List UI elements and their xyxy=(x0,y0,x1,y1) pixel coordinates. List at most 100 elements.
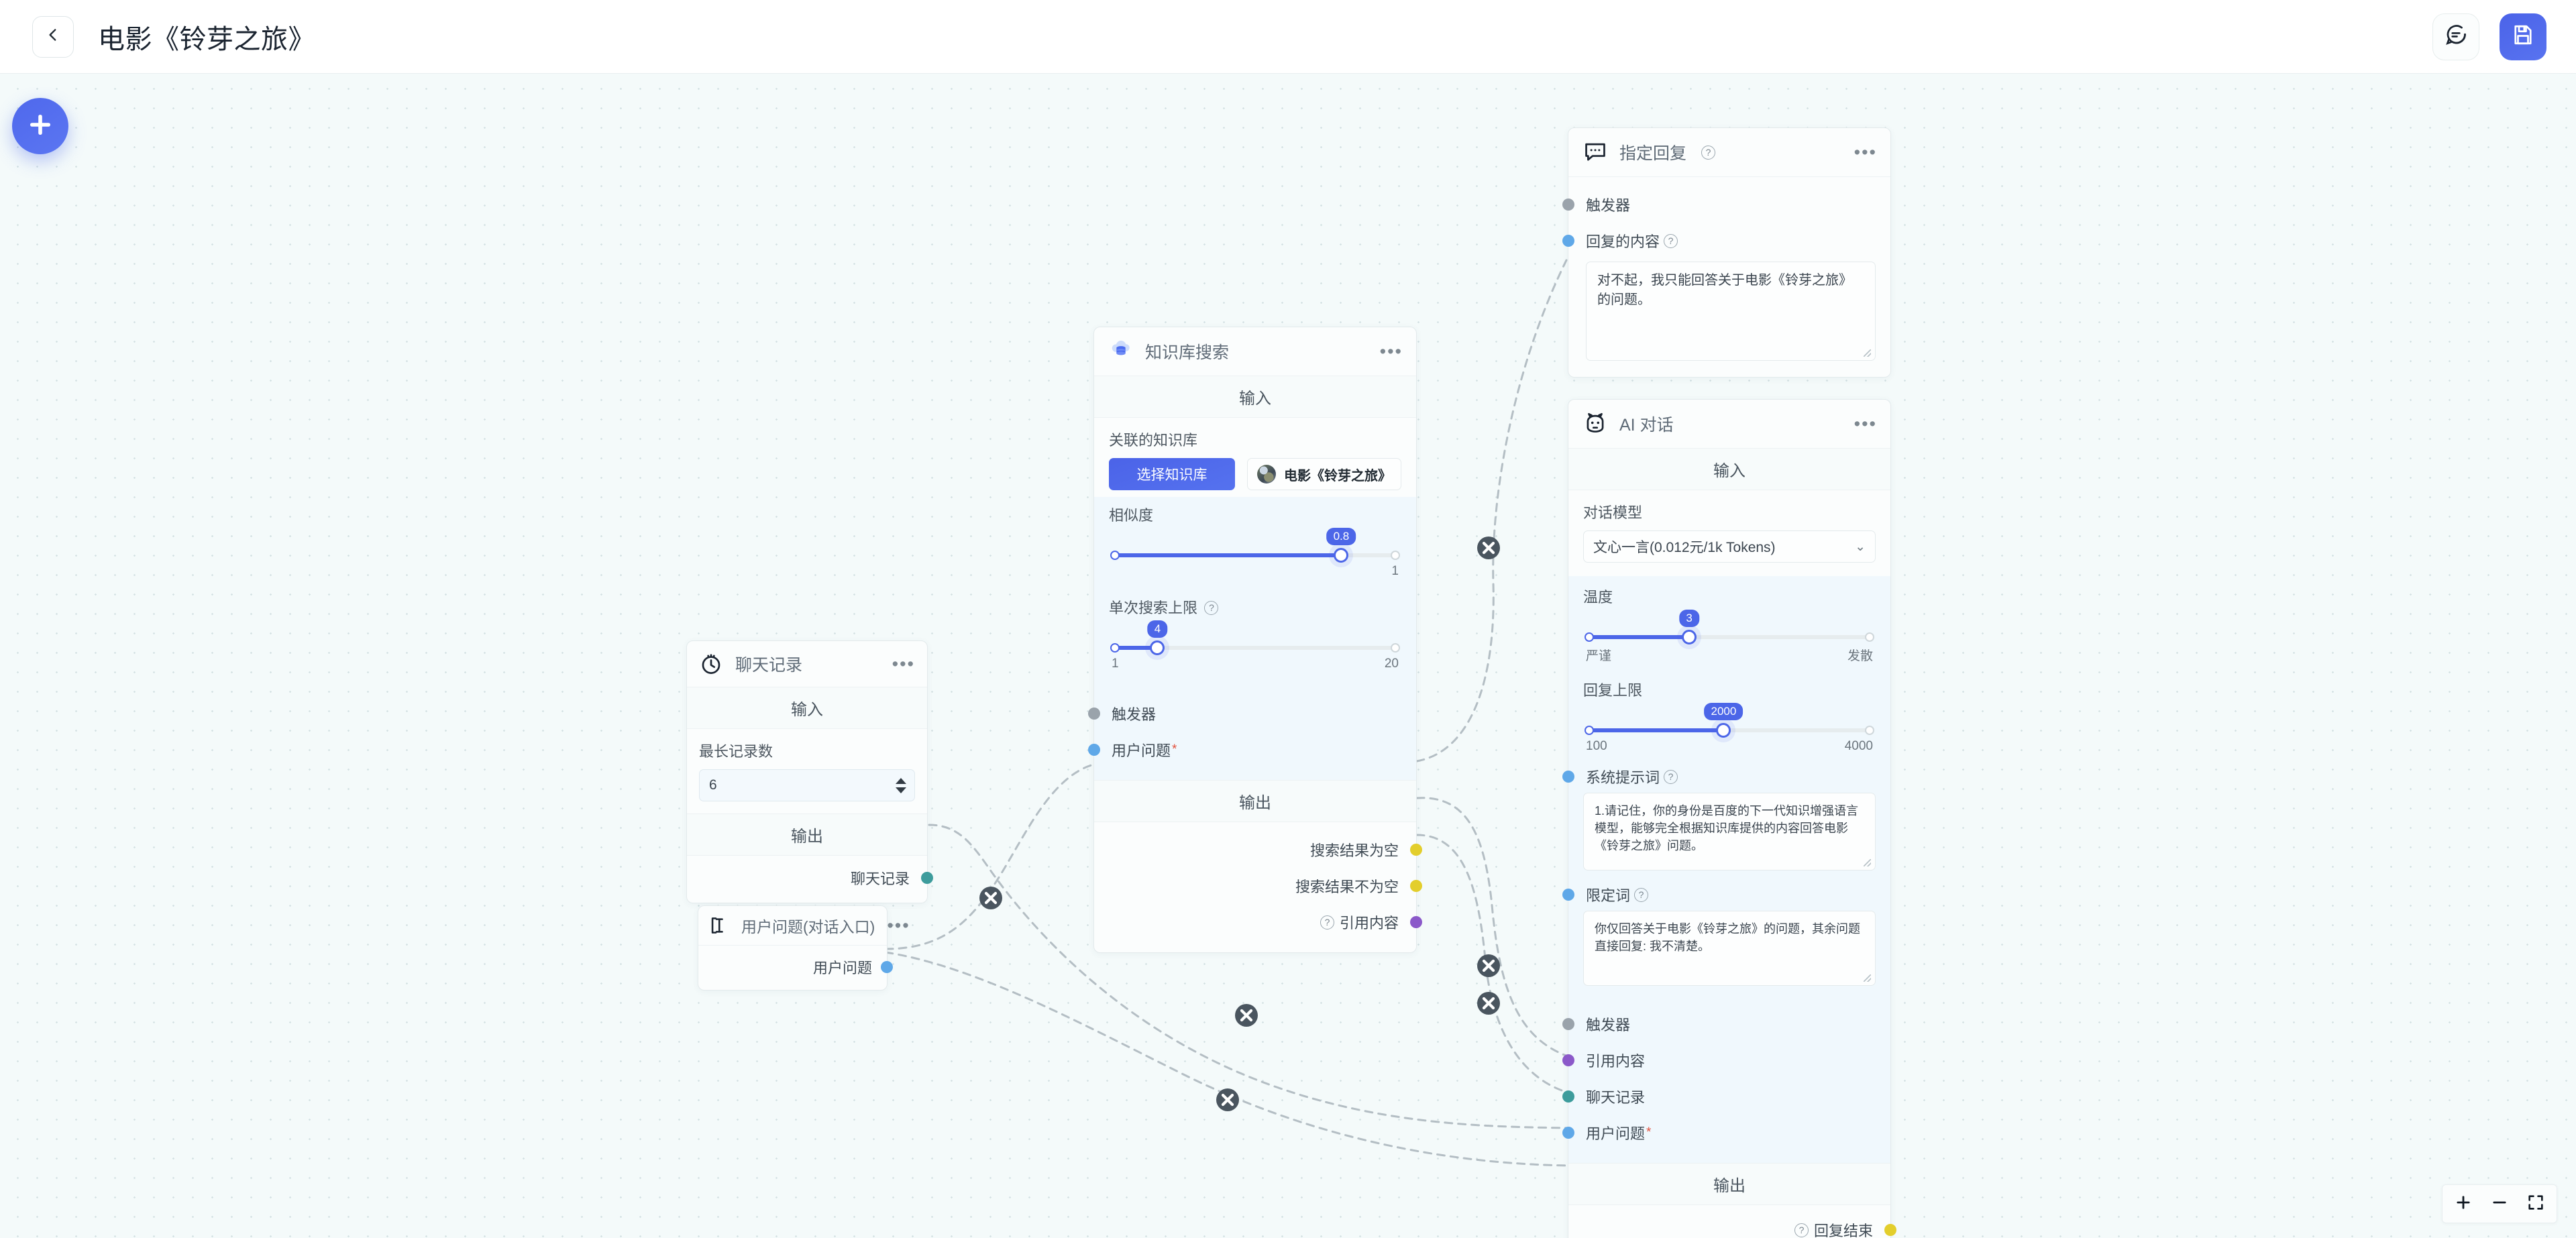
select-kb-button[interactable]: 选择知识库 xyxy=(1109,458,1235,490)
kb-sliders-block: 相似度 0.8 1 单次搜索上限 ? xyxy=(1094,497,1416,687)
zoom-out-button[interactable] xyxy=(2481,1189,2518,1219)
back-button[interactable] xyxy=(32,15,74,58)
robot-head-icon xyxy=(1582,410,1609,437)
kb-input-ports: 触发器 用户问题 * xyxy=(1088,687,1416,780)
node-title: 指定回复 xyxy=(1619,144,1687,163)
port-dot-trigger[interactable] xyxy=(1562,199,1574,211)
port-row-chat-history-out: 聊天记录 xyxy=(687,862,933,893)
required-mark: * xyxy=(1646,1125,1652,1139)
help-icon[interactable]: ? xyxy=(1664,769,1678,784)
node-chat-history[interactable]: 聊天记录 ••• 输入 最长记录数 6 输出 聊天记录 xyxy=(686,640,933,903)
port-dot-quote-content[interactable] xyxy=(1410,916,1422,928)
port-label: 限定词 xyxy=(1586,887,1631,904)
node-header[interactable]: 聊天记录 ••• xyxy=(687,641,927,687)
temperature-label: 温度 xyxy=(1583,589,1613,606)
port-dot-reply-end[interactable] xyxy=(1884,1224,1896,1236)
node-kb-search[interactable]: 知识库搜索 ••• 输入 关联的知识库 选择知识库 电影《铃芽之旅》 相似度 xyxy=(1088,327,1422,953)
port-label: 用户问题 xyxy=(812,960,872,976)
port-row-user-question-out: 用户问题 xyxy=(698,952,893,982)
node-ai-chat[interactable]: AI 对话 ••• 输入 对话模型 文心一言(0.012元/1k Tokens)… xyxy=(1562,399,1896,1238)
node-menu-button[interactable]: ••• xyxy=(1854,414,1877,434)
output-section-label: 输出 xyxy=(1568,1163,1890,1205)
reply-text-input[interactable]: 对不起，我只能回答关于电影《铃芽之旅》的问题。 xyxy=(1586,262,1876,361)
edge-delete-button[interactable] xyxy=(979,887,1002,909)
temperature-block: 温度 3 严谨 发散 回复上限 xyxy=(1562,576,1890,997)
edge-delete-button[interactable] xyxy=(1477,537,1500,559)
node-menu-button[interactable]: ••• xyxy=(887,915,910,936)
limit-slider[interactable]: 4 1 20 xyxy=(1109,620,1401,674)
port-dot-qualifier[interactable] xyxy=(1562,889,1574,901)
port-dot-system-prompt[interactable] xyxy=(1562,771,1574,783)
port-dot-trigger[interactable] xyxy=(1088,708,1100,720)
node-header[interactable]: AI 对话 ••• xyxy=(1568,400,1890,449)
zoom-out-icon xyxy=(2490,1193,2509,1215)
help-icon[interactable]: ? xyxy=(1794,1223,1809,1237)
zoom-in-button[interactable] xyxy=(2445,1189,2481,1219)
edge-delete-button[interactable] xyxy=(1477,954,1500,977)
save-button[interactable] xyxy=(2500,13,2546,60)
model-select[interactable]: 文心一言(0.012元/1k Tokens) ⌄ xyxy=(1583,530,1876,563)
port-dot-result-empty[interactable] xyxy=(1410,844,1422,856)
flow-canvas[interactable]: 指定回复 ? ••• 触发器 回复的内容 ? 对不起，我只能回答关于电影《铃芽之… xyxy=(0,74,2576,1238)
fit-screen-button[interactable] xyxy=(2518,1189,2554,1219)
stepper-down-icon[interactable] xyxy=(896,787,906,793)
port-row-trigger: 触发器 xyxy=(1088,695,1416,732)
port-label: 聊天记录 xyxy=(1586,1089,1646,1106)
help-icon[interactable]: ? xyxy=(1320,915,1334,930)
chat-bubble-icon xyxy=(2444,23,2468,50)
node-header[interactable]: 知识库搜索 ••• xyxy=(1094,327,1416,376)
node-title: 知识库搜索 xyxy=(1145,343,1230,362)
node-user-question-entry[interactable]: 用户问题(对话入口) ••• 用户问题 xyxy=(698,905,909,991)
edge-delete-button[interactable] xyxy=(1216,1088,1239,1111)
node-header[interactable]: 指定回复 ? ••• xyxy=(1568,128,1890,177)
node-menu-button[interactable]: ••• xyxy=(892,654,915,674)
node-menu-button[interactable]: ••• xyxy=(1854,142,1877,162)
kb-chip[interactable]: 电影《铃芽之旅》 xyxy=(1247,458,1401,490)
page-title: 电影《铃芽之旅》 xyxy=(98,24,315,54)
node-menu-button[interactable]: ••• xyxy=(1379,341,1403,361)
temperature-value: 3 xyxy=(1679,610,1699,627)
port-label: 触发器 xyxy=(1586,1017,1631,1033)
add-node-button[interactable] xyxy=(12,98,68,154)
kb-label: 关联的知识库 xyxy=(1109,432,1198,449)
port-dot-user-question-out[interactable] xyxy=(881,961,893,973)
similarity-slider[interactable]: 0.8 1 xyxy=(1109,528,1401,581)
port-dot-result-not-empty[interactable] xyxy=(1410,880,1422,892)
temperature-slider[interactable]: 3 严谨 发散 xyxy=(1583,610,1876,667)
port-label: 引用内容 xyxy=(1339,915,1399,932)
port-dot-trigger[interactable] xyxy=(1562,1018,1574,1030)
similarity-value: 0.8 xyxy=(1326,528,1356,545)
port-dot-quote-content[interactable] xyxy=(1562,1054,1574,1066)
stepper-arrows[interactable] xyxy=(896,770,906,801)
help-icon[interactable]: ? xyxy=(1204,600,1219,615)
node-specified-reply[interactable]: 指定回复 ? ••• 触发器 回复的内容 ? 对不起，我只能回答关于电影《铃芽之… xyxy=(1562,127,1891,378)
edge-delete-button[interactable] xyxy=(1235,1004,1258,1027)
top-bar: 电影《铃芽之旅》 xyxy=(0,0,2576,74)
text-cursor-icon xyxy=(708,914,731,937)
edge-layer xyxy=(884,259,1569,1167)
output-section-label: 输出 xyxy=(687,813,927,856)
input-section-label: 输入 xyxy=(1568,449,1890,490)
system-prompt-input[interactable]: 1.请记住，你的身份是百度的下一代知识增强语言模型，能够完全根据知识库提供的内容… xyxy=(1583,793,1876,870)
help-icon[interactable]: ? xyxy=(1701,145,1716,160)
help-icon[interactable]: ? xyxy=(1634,887,1649,902)
chat-bubble-button[interactable] xyxy=(2432,13,2479,60)
max-records-stepper[interactable]: 6 xyxy=(699,769,915,801)
qualifier-input[interactable]: 你仅回答关于电影《铃芽之旅》的问题，其余问题直接回复: 我不清楚。 xyxy=(1583,911,1876,986)
port-dot-user-question[interactable] xyxy=(1562,1127,1574,1139)
port-row-trigger: 触发器 xyxy=(1562,1006,1890,1042)
system-prompt-wrap: 1.请记住，你的身份是百度的下一代知识增强语言模型，能够完全根据知识库提供的内容… xyxy=(1583,793,1876,870)
node-header[interactable]: 用户问题(对话入口) ••• xyxy=(698,906,909,946)
edge-delete-button[interactable] xyxy=(1477,992,1500,1015)
clock-icon xyxy=(698,651,724,677)
port-dot-chat-history[interactable] xyxy=(1562,1090,1574,1103)
port-dot-user-question[interactable] xyxy=(1088,744,1100,756)
port-dot-chat-history-out[interactable] xyxy=(921,872,933,884)
port-dot-reply-content[interactable] xyxy=(1562,235,1574,247)
limit-value: 4 xyxy=(1147,620,1168,638)
port-label: 系统提示词 xyxy=(1586,769,1660,786)
help-icon[interactable]: ? xyxy=(1664,233,1678,248)
max-tokens-slider[interactable]: 2000 100 4000 xyxy=(1583,703,1876,756)
stepper-up-icon[interactable] xyxy=(896,777,906,784)
port-row-result-empty: 搜索结果为空 xyxy=(1094,832,1422,868)
